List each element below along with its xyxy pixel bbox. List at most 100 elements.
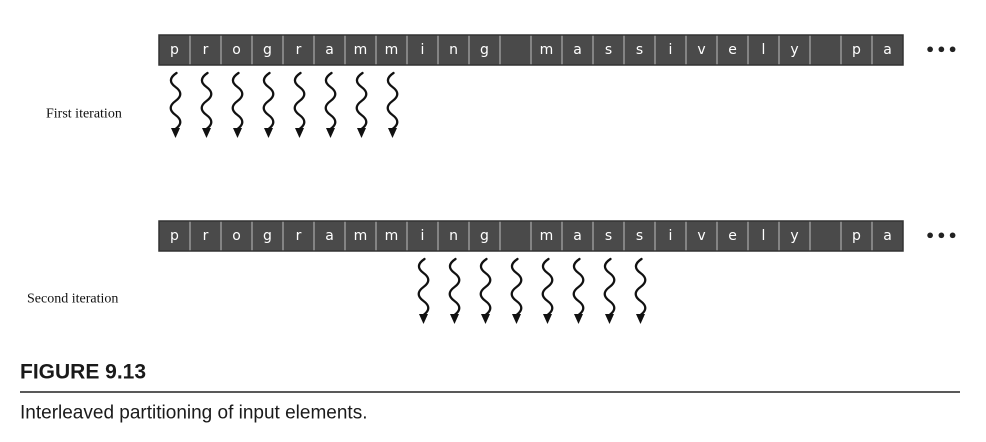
input-char: a xyxy=(325,228,334,244)
input-cell xyxy=(313,34,346,66)
input-cell xyxy=(375,220,408,252)
input-char: r xyxy=(203,42,209,58)
input-char: v xyxy=(697,42,705,58)
input-char: i xyxy=(421,228,425,244)
input-char: r xyxy=(203,228,209,244)
thread-wave xyxy=(417,257,430,317)
input-char: m xyxy=(385,42,399,58)
thread-arrowhead-icon xyxy=(574,314,583,324)
input-char: g xyxy=(480,42,489,58)
thread-wave xyxy=(572,257,585,317)
input-cell xyxy=(747,220,780,252)
thread-wave xyxy=(169,71,182,131)
input-char: p xyxy=(852,42,861,58)
input-char: g xyxy=(263,228,272,244)
input-char: s xyxy=(636,228,643,244)
input-cell xyxy=(499,34,532,66)
input-cell xyxy=(282,220,315,252)
strip-ellipsis: ••• xyxy=(925,227,959,246)
thread-arrowhead-icon xyxy=(171,128,180,138)
input-cell xyxy=(189,34,222,66)
thread-arrows-second-iteration xyxy=(417,257,647,324)
input-char: o xyxy=(232,228,241,244)
input-cell xyxy=(871,220,904,252)
input-char: p xyxy=(852,228,861,244)
input-char: l xyxy=(762,42,766,58)
figure-number: FIGURE 9.13 xyxy=(20,361,146,384)
input-char: m xyxy=(540,228,554,244)
input-char: m xyxy=(385,228,399,244)
input-char: m xyxy=(354,228,368,244)
input-cell xyxy=(375,34,408,66)
thread-arrowhead-icon xyxy=(357,128,366,138)
thread-arrowhead-icon xyxy=(450,314,459,324)
thread-wave xyxy=(293,71,306,131)
input-char: a xyxy=(883,42,892,58)
input-char: l xyxy=(762,228,766,244)
thread-arrows-first-iteration xyxy=(169,71,399,138)
input-char: v xyxy=(697,228,705,244)
input-char: e xyxy=(728,42,737,58)
input-char: y xyxy=(790,228,798,244)
thread-arrowhead-icon xyxy=(326,128,335,138)
thread-wave xyxy=(200,71,213,131)
input-char: r xyxy=(296,228,302,244)
thread-wave xyxy=(386,71,399,131)
input-cell xyxy=(499,220,532,252)
thread-wave xyxy=(231,71,244,131)
thread-arrowhead-icon xyxy=(605,314,614,324)
input-cell xyxy=(685,34,718,66)
input-char: p xyxy=(170,42,179,58)
thread-wave xyxy=(355,71,368,131)
input-char: a xyxy=(573,228,582,244)
input-char: a xyxy=(325,42,334,58)
input-char: n xyxy=(449,228,458,244)
input-char: o xyxy=(232,42,241,58)
strip-ellipsis: ••• xyxy=(925,41,959,60)
thread-arrowhead-icon xyxy=(512,314,521,324)
thread-wave xyxy=(324,71,337,131)
thread-wave xyxy=(541,257,554,317)
input-char: i xyxy=(669,228,673,244)
input-char: i xyxy=(421,42,425,58)
input-char: r xyxy=(296,42,302,58)
input-char: s xyxy=(605,228,612,244)
input-cell xyxy=(809,220,842,252)
input-char: a xyxy=(573,42,582,58)
input-cell xyxy=(809,34,842,66)
input-char: m xyxy=(540,42,554,58)
input-cell xyxy=(747,34,780,66)
thread-arrowhead-icon xyxy=(388,128,397,138)
input-char: e xyxy=(728,228,737,244)
input-char: s xyxy=(636,42,643,58)
figure-caption: Interleaved partitioning of input elemen… xyxy=(20,403,368,424)
input-cell xyxy=(530,34,563,66)
thread-wave xyxy=(448,257,461,317)
thread-arrowhead-icon xyxy=(202,128,211,138)
input-cell xyxy=(406,220,439,252)
input-cell xyxy=(437,34,470,66)
thread-arrowhead-icon xyxy=(233,128,242,138)
input-cell xyxy=(654,34,687,66)
thread-wave xyxy=(603,257,616,317)
thread-wave xyxy=(479,257,492,317)
input-char: s xyxy=(605,42,612,58)
thread-arrowhead-icon xyxy=(543,314,552,324)
input-char: g xyxy=(263,42,272,58)
strip-outline xyxy=(158,220,904,252)
input-char: i xyxy=(669,42,673,58)
input-char: a xyxy=(883,228,892,244)
thread-wave xyxy=(510,257,523,317)
strip-outline xyxy=(158,34,904,66)
thread-arrowhead-icon xyxy=(419,314,428,324)
thread-arrowhead-icon xyxy=(481,314,490,324)
input-char: m xyxy=(354,42,368,58)
first-iteration-label: First iteration xyxy=(46,107,122,122)
input-char: y xyxy=(790,42,798,58)
thread-arrowhead-icon xyxy=(295,128,304,138)
